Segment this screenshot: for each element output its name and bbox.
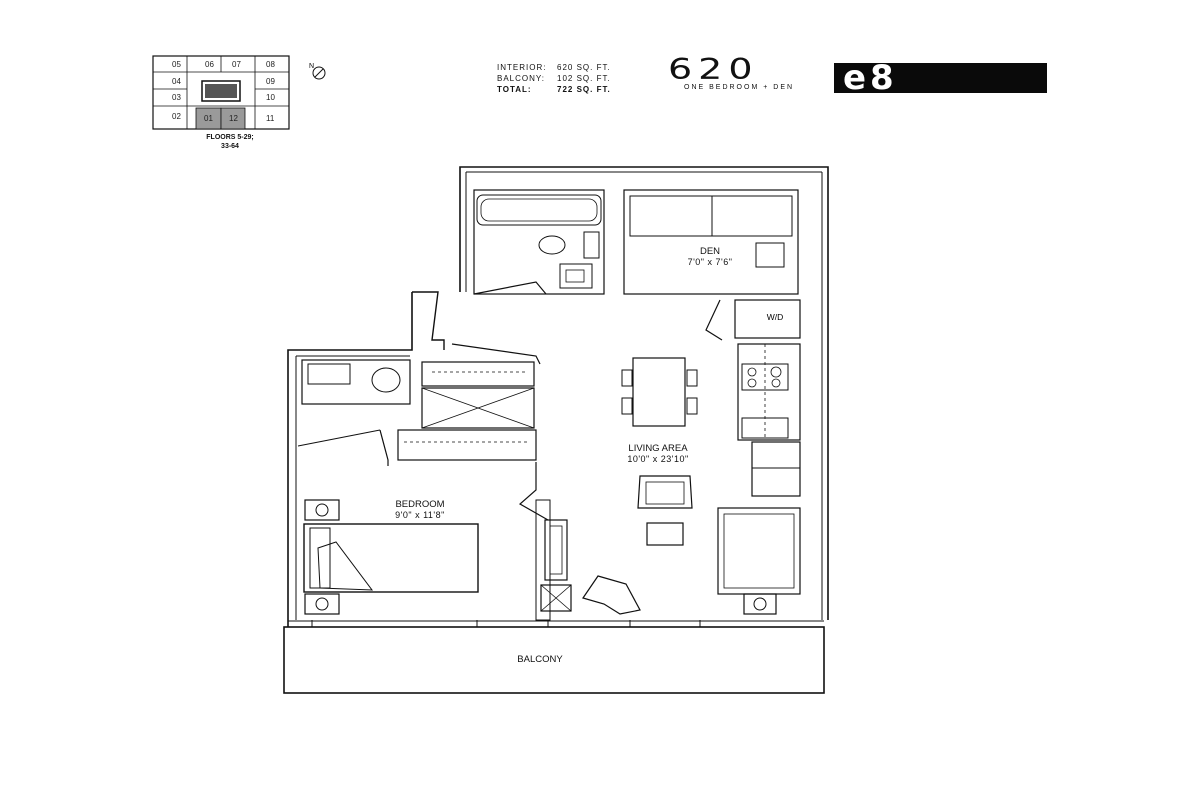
unit-name: e8 bbox=[843, 58, 898, 98]
living-area-dimensions: 10'0" x 23'10" bbox=[627, 454, 689, 464]
nightstand-2 bbox=[304, 593, 340, 615]
nightstand-1 bbox=[304, 499, 340, 521]
interior-label: INTERIOR: bbox=[497, 63, 547, 72]
dining-table bbox=[632, 357, 686, 427]
north-arrow-icon: N bbox=[306, 60, 328, 82]
key-plan: 05 06 07 08 04 09 03 10 02 01 12 11 bbox=[152, 55, 290, 130]
bed bbox=[303, 523, 479, 593]
key-plan-unit-label: 11 bbox=[266, 114, 275, 123]
key-plan-unit-label: 12 bbox=[229, 114, 238, 123]
bathtub bbox=[476, 194, 602, 226]
key-plan-unit-label: 09 bbox=[266, 77, 275, 86]
closet-2 bbox=[397, 429, 537, 461]
total-value: 722 SQ. FT. bbox=[557, 85, 611, 94]
coffee-table bbox=[646, 522, 684, 546]
bed-cover bbox=[317, 541, 374, 591]
bedroom-dimensions: 9'0" x 11'8" bbox=[395, 510, 445, 520]
armchair bbox=[637, 475, 693, 509]
washer-dryer-label: W/D bbox=[767, 312, 784, 322]
sink-2 bbox=[307, 363, 351, 385]
unit-name-banner bbox=[834, 63, 1047, 93]
sofa bbox=[717, 507, 801, 595]
toilet-1 bbox=[538, 235, 566, 255]
floors-line: FLOORS 5-29; bbox=[206, 134, 254, 141]
den-side-table bbox=[755, 242, 785, 268]
sink-1 bbox=[559, 263, 593, 289]
floors-note: FLOORS 5-29; 33-64 bbox=[190, 133, 270, 151]
key-plan-unit-label: 02 bbox=[172, 112, 181, 121]
area-stats: INTERIOR: 620 SQ. FT. BALCONY: 102 SQ. FT.… bbox=[497, 62, 637, 95]
total-label: TOTAL: bbox=[497, 85, 532, 94]
key-plan-drawing bbox=[152, 55, 290, 130]
bathroom-1 bbox=[473, 189, 605, 295]
bedroom-label: BEDROOM 9'0" x 11'8" bbox=[360, 499, 480, 521]
balcony-label: BALCONY bbox=[517, 654, 563, 665]
key-plan-unit-label: 06 bbox=[205, 60, 214, 69]
unit-type-subtitle: ONE BEDROOM + DEN bbox=[684, 84, 795, 91]
key-plan-unit-12 bbox=[220, 107, 246, 130]
storage-box bbox=[540, 584, 572, 612]
den-dimensions: 7'0" x 7'6" bbox=[687, 257, 733, 267]
bathroom-2 bbox=[301, 359, 411, 405]
interior-value: 620 SQ. FT. bbox=[557, 63, 611, 72]
living-area-name: LIVING AREA bbox=[628, 443, 688, 454]
balcony bbox=[283, 626, 825, 694]
balcony-value: 102 SQ. FT. bbox=[557, 74, 611, 83]
key-plan-unit-label: 01 bbox=[204, 114, 213, 123]
toilet-2 bbox=[371, 367, 401, 393]
kitchen-island bbox=[751, 441, 801, 497]
wall-stub bbox=[535, 499, 551, 621]
exterior-wall bbox=[459, 166, 829, 620]
area-number-title: 620 bbox=[668, 52, 759, 86]
bedroom-name: BEDROOM bbox=[395, 499, 445, 510]
shower bbox=[421, 387, 535, 429]
key-plan-unit-label: 08 bbox=[266, 60, 275, 69]
den-name: DEN bbox=[699, 246, 721, 257]
lounge-chair bbox=[582, 575, 641, 615]
key-plan-unit-label: 07 bbox=[232, 60, 241, 69]
den bbox=[623, 189, 799, 295]
den-label: DEN 7'0" x 7'6" bbox=[650, 246, 770, 268]
lamp-table bbox=[743, 593, 777, 615]
floors-line: 33-64 bbox=[221, 143, 239, 150]
key-plan-unit-label: 03 bbox=[172, 93, 181, 102]
key-plan-unit-label: 05 bbox=[172, 60, 181, 69]
north-label: N bbox=[309, 63, 314, 70]
tv-unit bbox=[544, 519, 568, 581]
kitchen-counter bbox=[737, 343, 801, 441]
living-area-label: LIVING AREA 10'0" x 23'10" bbox=[588, 443, 728, 465]
key-plan-unit-label: 04 bbox=[172, 77, 181, 86]
den-desk bbox=[629, 195, 793, 237]
key-plan-unit-label: 10 bbox=[266, 93, 275, 102]
exterior-wall bbox=[287, 292, 413, 627]
washer-dryer bbox=[734, 299, 801, 339]
closet-1 bbox=[421, 361, 535, 387]
balcony-label: BALCONY: bbox=[497, 74, 546, 83]
